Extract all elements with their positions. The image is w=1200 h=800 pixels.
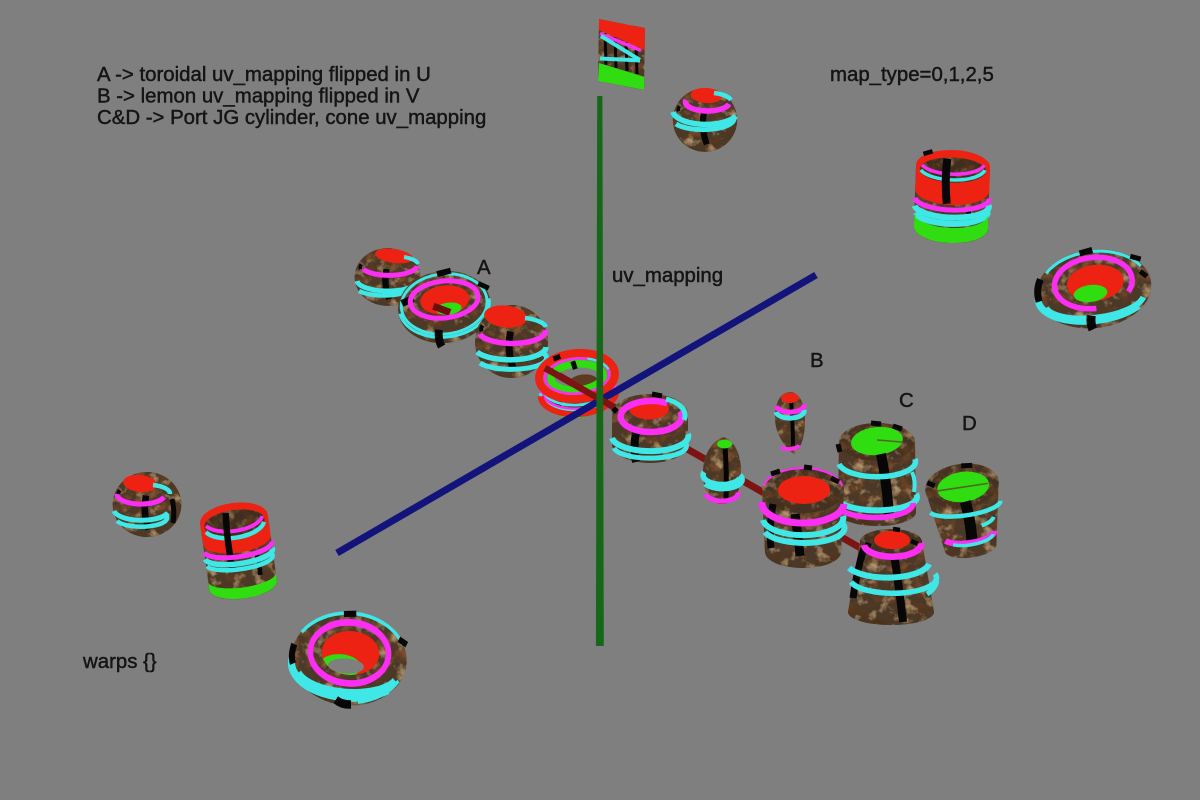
svg-text:C&D -> Port JG cylinder, cone: C&D -> Port JG cylinder, cone uv_mapping bbox=[97, 107, 486, 129]
svg-text:B -> lemon uv_mapping flipped: B -> lemon uv_mapping flipped in V bbox=[97, 86, 420, 108]
svg-text:C: C bbox=[899, 390, 914, 412]
svg-text:map_type=0,1,2,5: map_type=0,1,2,5 bbox=[830, 64, 994, 86]
svg-text:D: D bbox=[962, 413, 977, 435]
svg-text:A: A bbox=[477, 257, 491, 279]
svg-text:A -> toroidal uv_mapping flipp: A -> toroidal uv_mapping flipped in U bbox=[97, 64, 431, 86]
svg-text:warps {}: warps {} bbox=[82, 651, 157, 673]
svg-text:B: B bbox=[810, 350, 824, 372]
svg-text:uv_mapping: uv_mapping bbox=[612, 265, 723, 287]
